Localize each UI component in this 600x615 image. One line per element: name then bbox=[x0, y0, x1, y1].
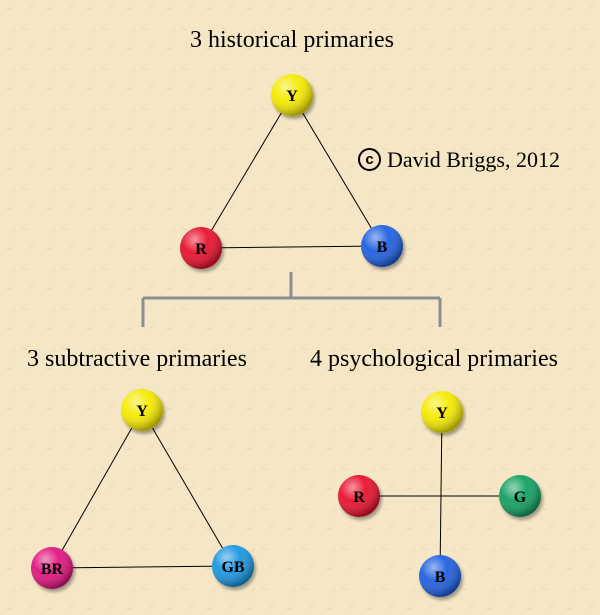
edge-psy-y-b bbox=[439, 411, 443, 577]
node-psy-b-label: B bbox=[435, 569, 446, 586]
psychological-primaries-title: 4 psychological primaries bbox=[310, 346, 558, 372]
node-hist-b bbox=[361, 225, 403, 267]
node-psy-g bbox=[499, 475, 541, 517]
node-hist-r bbox=[180, 227, 222, 269]
edge-sub-y-gb bbox=[141, 409, 234, 567]
historical-primaries-title: 3 historical primaries bbox=[190, 27, 394, 53]
node-psy-y-label: Y bbox=[436, 405, 448, 422]
edge-sub-br-gb bbox=[51, 565, 234, 569]
node-psy-b bbox=[419, 555, 461, 597]
copyright-icon: c bbox=[358, 148, 381, 171]
node-sub-gb bbox=[212, 545, 254, 587]
bracket-connector bbox=[141, 272, 442, 327]
node-sub-y-label: Y bbox=[136, 403, 148, 420]
node-hist-y-label: Y bbox=[286, 88, 298, 105]
node-psy-r bbox=[338, 475, 380, 517]
node-hist-b-label: B bbox=[377, 239, 388, 256]
subtractive-primaries-title: 3 subtractive primaries bbox=[27, 346, 247, 372]
edge-hist-y-b bbox=[291, 94, 383, 247]
node-sub-br bbox=[31, 547, 73, 589]
edge-hist-y-r bbox=[200, 94, 293, 249]
copyright-text: David Briggs, 2012 bbox=[387, 146, 560, 172]
node-hist-y bbox=[271, 74, 313, 116]
node-sub-gb-label: GB bbox=[221, 559, 244, 576]
node-psy-y bbox=[421, 391, 463, 433]
node-hist-r-label: R bbox=[195, 241, 207, 258]
node-psy-r-label: R bbox=[353, 489, 365, 506]
edge-sub-y-br bbox=[51, 409, 143, 569]
node-psy-g-label: G bbox=[514, 489, 527, 506]
edge-hist-r-b bbox=[200, 245, 383, 249]
copyright-notice: c David Briggs, 2012 bbox=[358, 148, 560, 171]
node-sub-y bbox=[121, 389, 163, 431]
node-sub-br-label: BR bbox=[41, 561, 64, 578]
